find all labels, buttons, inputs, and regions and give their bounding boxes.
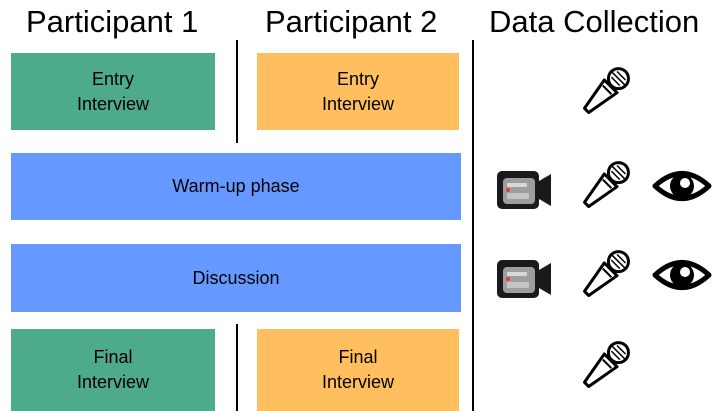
entry-interview-p1-line-2: Interview [76,93,150,114]
final-interview-participant-2: Final Interview [257,329,459,411]
participant-divider-bottom [236,324,238,411]
participant-2-header: Participant 2 [265,4,438,39]
warm-up-phase-label: Warm-up phase [172,176,300,196]
microphone-icon-svg [575,156,635,216]
discussion-block: Discussion [11,244,461,312]
video-camera-icon-svg [494,248,554,308]
final-interview-p2-line-1: Final [338,347,378,367]
entry-interview-participant-1: Entry Interview [11,53,215,130]
final-interview-participant-1: Final Interview [11,329,215,411]
data-collection-divider [472,40,474,411]
microphone-icon [575,62,635,122]
video-camera-icon-svg [494,159,554,219]
warm-up-phase-block: Warm-up phase [11,153,461,220]
eye-icon [652,156,712,216]
entry-interview-p2-line-1: Entry [336,68,379,89]
video-camera-icon [494,248,554,308]
microphone-icon [575,245,635,305]
microphone-icon [575,156,635,216]
final-interview-p1-line-1: Final [93,347,133,367]
eye-icon [652,245,712,305]
eye-icon-svg [652,245,712,305]
participant-divider-top [236,40,238,143]
final-interview-p2-line-2: Interview [321,372,395,392]
video-camera-icon [494,159,554,219]
participant-1-header: Participant 1 [26,4,199,39]
microphone-icon-svg [575,336,635,396]
microphone-icon-svg [575,245,635,305]
entry-interview-p2-line-2: Interview [321,93,395,114]
entry-interview-p1-line-1: Entry [91,68,134,89]
discussion-label: Discussion [192,267,280,288]
microphone-icon-svg [575,62,635,122]
eye-icon-svg [652,156,712,216]
data-collection-header: Data Collection [489,4,700,39]
final-interview-p1-line-2: Interview [76,372,150,392]
microphone-icon [575,336,635,396]
entry-interview-participant-2: Entry Interview [257,53,459,130]
